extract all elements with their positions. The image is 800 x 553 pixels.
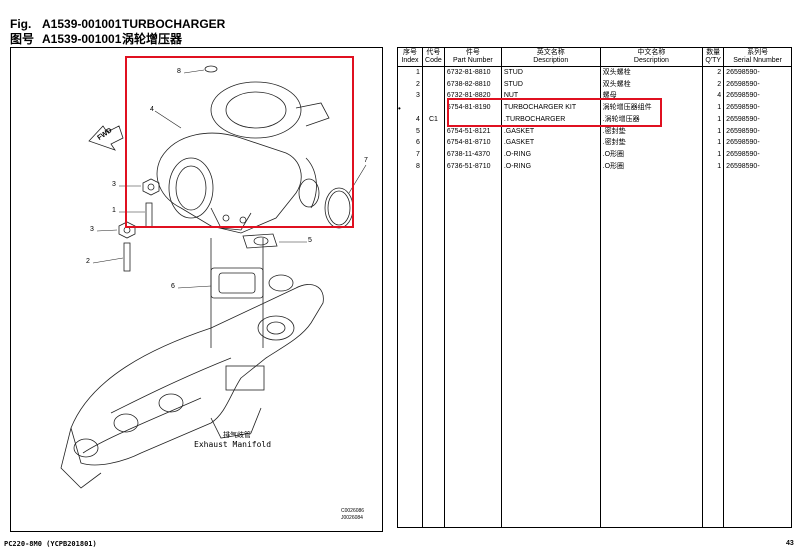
fig-code: A1539-001001 bbox=[42, 17, 122, 31]
callout-3-upper: 3 bbox=[112, 181, 116, 188]
ref-code-2: J0026084 bbox=[341, 515, 363, 521]
callout-2: 2 bbox=[86, 258, 90, 265]
callout-3-lower: 3 bbox=[90, 226, 94, 233]
exploded-view-diagram: 8 4 3 1 3 2 7 5 6 FWD 排气歧管 Exhaust Manif… bbox=[10, 47, 383, 532]
highlight-box bbox=[447, 98, 662, 127]
row-marker: • bbox=[398, 104, 401, 113]
footer-model: PC220-8M0 (YCPB201801) bbox=[4, 540, 97, 548]
table-filler bbox=[397, 172, 792, 529]
callout-8: 8 bbox=[177, 68, 181, 75]
callout-7: 7 bbox=[364, 157, 368, 164]
page-number: 43 bbox=[786, 540, 794, 547]
cn-title: 涡轮增压器 bbox=[122, 32, 183, 46]
callout-5: 5 bbox=[308, 237, 312, 244]
callout-4: 4 bbox=[150, 106, 154, 113]
cn-label: 图号 bbox=[10, 32, 35, 46]
fig-title: TURBOCHARGER bbox=[122, 17, 226, 31]
cn-code: A1539-001001 bbox=[42, 32, 122, 46]
turbocharger-drawing bbox=[60, 56, 367, 489]
ref-code-1: C0026086 bbox=[341, 508, 365, 514]
figure-header-en: Fig. A1539-001001TURBOCHARGER bbox=[10, 17, 225, 31]
manifold-label-en: Exhaust Manifold bbox=[194, 440, 272, 449]
manifold-label-cn: 排气歧管 bbox=[223, 431, 251, 439]
callout-1: 1 bbox=[112, 207, 116, 214]
callout-6: 6 bbox=[171, 283, 175, 290]
fig-label: Fig. bbox=[10, 17, 32, 31]
figure-header-cn: 图号 A1539-001001涡轮增压器 bbox=[10, 32, 182, 46]
